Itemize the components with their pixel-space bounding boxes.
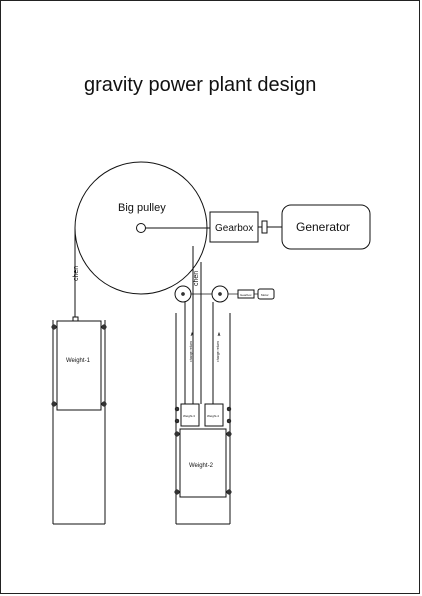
small-pulley-left-axle (181, 292, 185, 296)
small-motor-label: Motor (261, 293, 269, 297)
big-pulley-axle (136, 223, 146, 233)
small-weight-right-label: Weight-4 (207, 414, 219, 418)
weight-2-roller (226, 431, 232, 437)
small-gearbox-label: Gearbox (240, 293, 252, 297)
weight-1-roller (51, 401, 57, 407)
weight-2 (179, 428, 227, 498)
gearbox-label: Gearbox (215, 223, 253, 234)
small-weight-right (204, 403, 224, 427)
charge-label-right: charge return (216, 341, 220, 362)
small-pulley-right-axle (218, 292, 222, 296)
weight-2-label: Weight-2 (189, 463, 214, 469)
weight-1-roller (51, 324, 57, 330)
small-weight-roller (174, 418, 180, 424)
weight-2-roller (174, 431, 180, 437)
arrow-up-icon (190, 331, 194, 337)
generator (281, 204, 371, 250)
weight-1-roller (101, 324, 107, 330)
diagram-title: gravity power plant design (84, 74, 316, 96)
weight-1-roller (101, 401, 107, 407)
small-weight-roller (226, 418, 232, 424)
small-weight-left (180, 403, 200, 427)
generator-label: Generator (296, 220, 350, 234)
arrow-up-icon (217, 331, 221, 337)
weight-1 (56, 320, 102, 411)
small-weight-roller (174, 406, 180, 412)
big-pulley-label: Big pulley (118, 202, 166, 214)
small-weight-roller (226, 406, 232, 412)
left-chain-label: chen (73, 266, 80, 281)
weight-2-roller (226, 489, 232, 495)
weight-2-roller (174, 489, 180, 495)
charge-label-left: charge return (189, 341, 193, 362)
coupling (261, 220, 268, 234)
left-chain-hook (72, 316, 79, 322)
small-weight-left-label: Weight-3 (183, 414, 195, 418)
small-motor (257, 288, 275, 300)
right-chain-label: chen (193, 271, 200, 286)
weight-1-label: Weight-1 (66, 358, 91, 364)
